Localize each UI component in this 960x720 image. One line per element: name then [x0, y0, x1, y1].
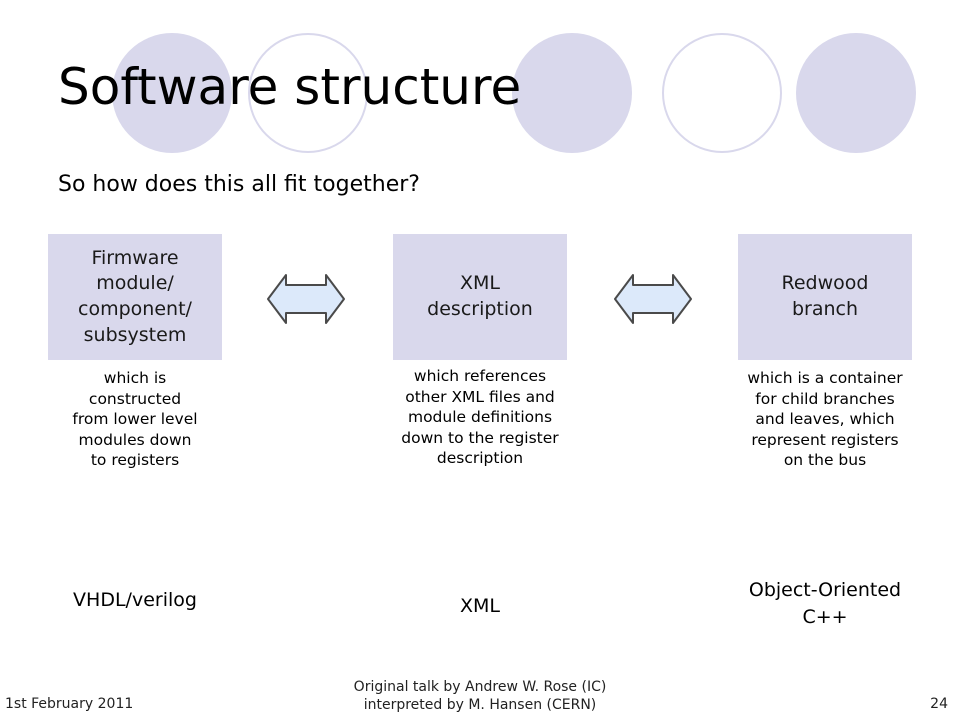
decor-circle-1	[112, 33, 232, 153]
description-redwood: which is a container for child branches …	[747, 369, 903, 470]
double-arrow-icon	[614, 274, 692, 324]
language-xml: XML	[460, 595, 500, 617]
description-firmware: which is constructed from lower level mo…	[72, 369, 198, 470]
page-number: 24	[930, 696, 948, 712]
decor-circle-5	[796, 33, 916, 153]
box-xml-description: XML description	[393, 234, 567, 360]
footer-credit: Original talk by Andrew W. Rose (IC) int…	[353, 679, 607, 714]
slide-title: Software structure	[58, 58, 522, 116]
footer-date: 1st February 2011	[5, 696, 134, 712]
language-redwood: Object-Oriented C++	[748, 579, 902, 628]
language-firmware: VHDL/verilog	[73, 589, 197, 611]
decor-circle-2	[248, 33, 368, 153]
decor-circle-3	[512, 33, 632, 153]
decor-circle-4	[662, 33, 782, 153]
box-redwood-branch: Redwood branch	[738, 234, 912, 360]
box-firmware: Firmware module/ component/ subsystem	[48, 234, 222, 360]
slide-subtitle: So how does this all fit together?	[58, 172, 420, 197]
double-arrow-icon	[267, 274, 345, 324]
description-xml: which references other XML files and mod…	[401, 367, 559, 468]
